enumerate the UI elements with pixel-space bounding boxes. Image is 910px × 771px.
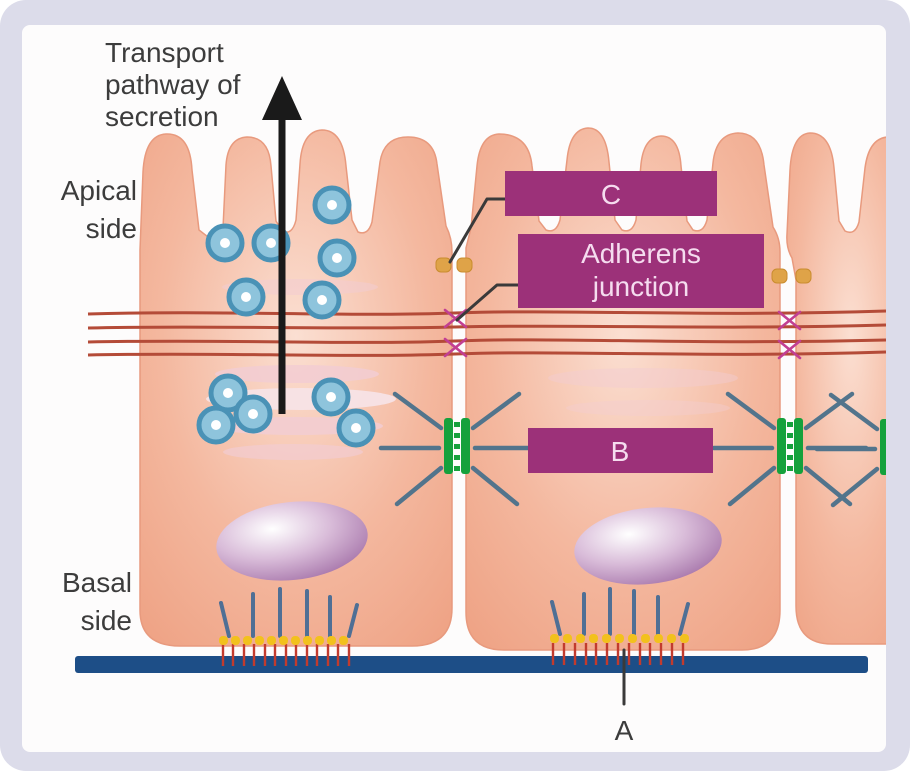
transport-line2: pathway of bbox=[105, 69, 241, 100]
label-a-text: A bbox=[615, 715, 634, 746]
transport-line3: secretion bbox=[105, 101, 219, 132]
basal-side-label: Basal side bbox=[62, 567, 132, 636]
label-box-b: B bbox=[528, 428, 713, 473]
transport-arrow-icon bbox=[262, 76, 302, 414]
membrane-lines bbox=[87, 309, 886, 357]
adherens-text-line1: Adherens bbox=[581, 238, 701, 269]
apical-line2: side bbox=[86, 213, 137, 244]
label-c-text: C bbox=[601, 179, 621, 210]
leader-line-c bbox=[448, 197, 507, 264]
tight-junction-icon bbox=[435, 257, 812, 284]
label-box-c: C bbox=[505, 171, 717, 216]
adherens-junction-x-icon bbox=[443, 308, 802, 360]
nucleus-left bbox=[216, 501, 368, 581]
transport-line1: Transport bbox=[105, 37, 224, 68]
label-box-adherens-junction: Adherens junction bbox=[518, 234, 764, 308]
basement-membrane bbox=[75, 656, 868, 673]
leader-line-adherens bbox=[455, 283, 520, 322]
apical-side-label: Apical side bbox=[61, 175, 137, 244]
basal-line1: Basal bbox=[62, 567, 132, 598]
label-b-text: B bbox=[611, 436, 630, 467]
nucleus-middle bbox=[574, 507, 722, 585]
apical-line1: Apical bbox=[61, 175, 137, 206]
hemidesmosome-icon-middle bbox=[550, 587, 690, 665]
transport-pathway-label: Transport pathway of secretion bbox=[105, 37, 241, 132]
adherens-text-line2: junction bbox=[592, 271, 690, 302]
hemidesmosome-icon-left bbox=[219, 587, 359, 666]
basal-line2: side bbox=[81, 605, 132, 636]
secretory-vesicles bbox=[196, 185, 376, 448]
epithelial-cell-right bbox=[786, 132, 886, 645]
